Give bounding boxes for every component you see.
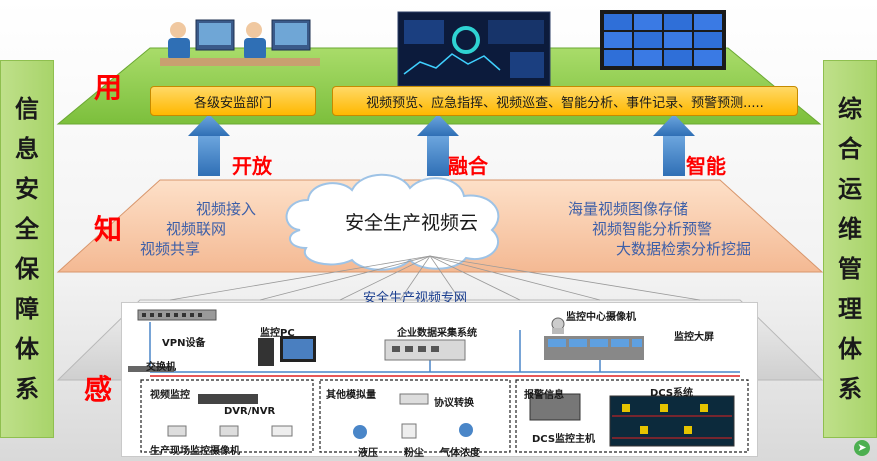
capability-network: 视频联网 <box>166 220 227 238</box>
corner-arrow-icon: ➤ <box>854 440 870 456</box>
analog-label: 其他模拟量 <box>326 390 376 401</box>
side-char: 运 <box>838 175 862 203</box>
cloud-title: 安全生产视频云 <box>345 212 479 234</box>
vpn-label: VPN设备 <box>162 338 206 349</box>
dvr-label: DVR/NVR <box>224 406 276 417</box>
side-char: 维 <box>838 215 862 243</box>
side-char: 管 <box>838 255 862 283</box>
capability-mining: 大数据检索分析挖掘 <box>616 240 752 258</box>
center-camera-label: 监控中心摄像机 <box>566 312 636 323</box>
cloud-shape <box>285 173 500 271</box>
capability-share: 视频共享 <box>140 240 201 258</box>
functions-box: 视频预览、应急指挥、视频巡查、智能分析、事件记录、预警预测..... <box>332 86 798 116</box>
gas-label: 气体浓度 <box>440 448 480 459</box>
side-char: 安 <box>15 175 39 203</box>
side-char: 理 <box>838 295 862 323</box>
alarm-label: 报警信息 <box>524 390 564 401</box>
dcs-system-label: DCS系统 <box>650 388 694 399</box>
side-char: 信 <box>15 95 39 123</box>
side-char: 系 <box>15 375 39 403</box>
side-char: 障 <box>15 295 39 323</box>
dashboard-screen <box>397 11 551 87</box>
layer-label-use: 用 <box>94 71 123 104</box>
side-char: 体 <box>15 335 39 363</box>
big-screen-label: 监控大屏 <box>674 332 714 343</box>
capability-analysis: 视频智能分析预警 <box>592 220 713 238</box>
network-fan-lines <box>169 255 701 301</box>
monitor-pc-label: 监控PC <box>260 328 295 339</box>
layer-label-know: 知 <box>94 213 123 246</box>
side-char: 系 <box>838 375 862 403</box>
liquid-label: 液压 <box>358 448 378 459</box>
arrow-label-smart: 智能 <box>686 154 726 178</box>
capability-storage: 海量视频图像存储 <box>568 200 689 218</box>
side-char: 综 <box>838 95 862 123</box>
arrow-label-open: 开放 <box>232 154 272 178</box>
arrow-fusion <box>417 114 459 176</box>
side-char: 保 <box>15 255 39 283</box>
dust-label: 粉尘 <box>404 448 424 459</box>
arrow-label-fusion: 融合 <box>448 154 488 178</box>
departments-box: 各级安监部门 <box>150 86 316 116</box>
side-char: 体 <box>838 335 862 363</box>
switch-label: 交换机 <box>146 362 176 373</box>
side-char: 全 <box>15 215 39 243</box>
video-monitor-label: 视频监控 <box>150 390 190 401</box>
info-security-panel: 信 息 安 全 保 障 体 系 <box>0 60 54 438</box>
video-wall <box>600 10 726 70</box>
side-char: 息 <box>15 135 39 163</box>
side-char: 合 <box>838 135 862 163</box>
layer-label-sense: 感 <box>84 373 113 406</box>
protocol-label: 协议转换 <box>434 398 474 409</box>
arrow-smart <box>653 114 695 176</box>
operator-figures <box>160 19 320 66</box>
capability-access: 视频接入 <box>196 200 257 218</box>
enterprise-collect-label: 企业数据采集系统 <box>397 328 477 339</box>
ops-management-panel: 综 合 运 维 管 理 体 系 <box>823 60 877 438</box>
field-camera-label: 生产现场监控摄像机 <box>150 446 240 457</box>
dcs-host-label: DCS监控主机 <box>532 434 596 445</box>
arrow-open <box>188 114 230 176</box>
